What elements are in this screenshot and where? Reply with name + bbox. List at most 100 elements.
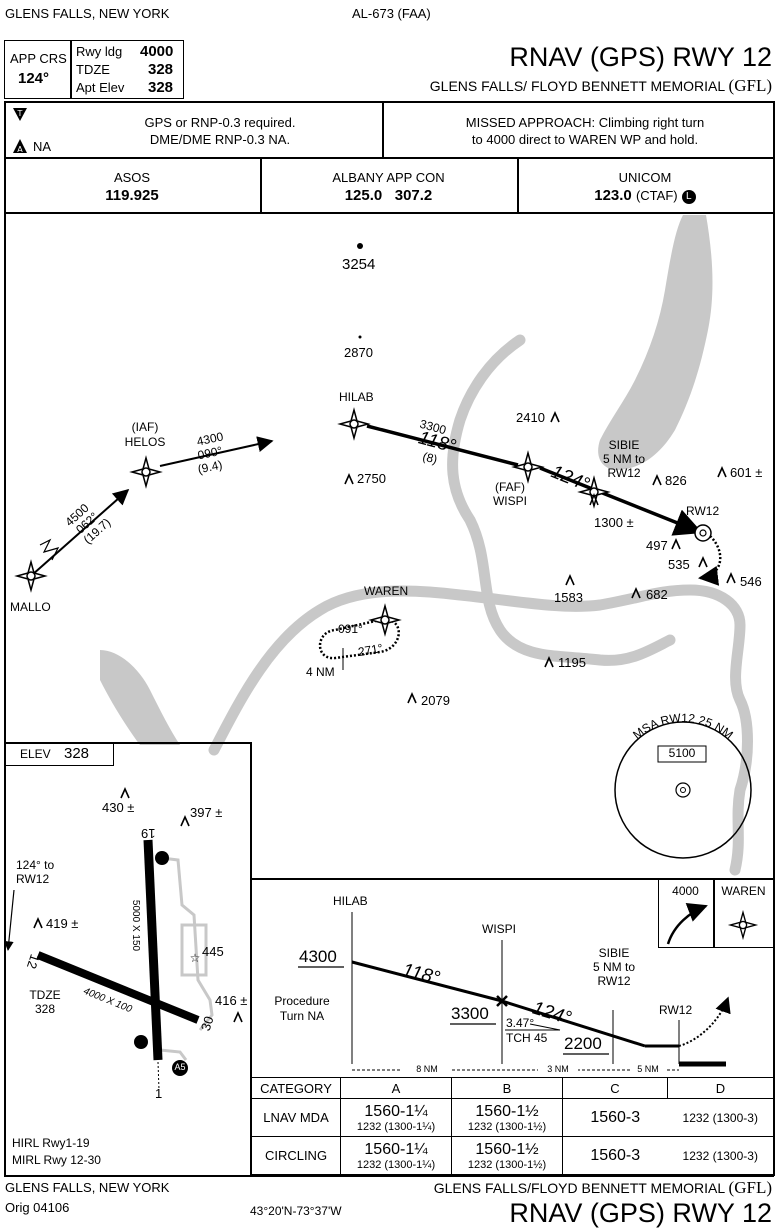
sibie-label-1: SIBIE xyxy=(608,438,640,452)
airport-name-text: GLENS FALLS/ FLOYD BENNETT MEMORIAL xyxy=(429,78,725,94)
ad-obstacle-430: 430 ± xyxy=(102,800,135,815)
rule xyxy=(4,101,774,103)
arrival-label-1: 124° to xyxy=(16,858,55,872)
wispi-cross xyxy=(496,995,508,1007)
header-category: CATEGORY xyxy=(251,1077,341,1099)
cell-d-main: 1232 (1300-3) xyxy=(682,1149,758,1163)
alternate-minimums-icon: A xyxy=(13,139,27,154)
waren-fix-icon xyxy=(727,909,759,941)
distance-5nm: 5 NM xyxy=(630,1064,666,1074)
obstacle-826: 826 xyxy=(665,473,687,488)
unicom-freq: 123.0 xyxy=(594,187,632,204)
missed-fix-icon-label: WAREN xyxy=(721,884,766,898)
distance-8nm: 8 NM xyxy=(402,1064,452,1074)
footer-airport-text: GLENS FALLS/FLOYD BENNETT MEMORIAL xyxy=(433,1180,725,1196)
obstacle-682: 682 xyxy=(646,587,668,602)
ad-tdze-value: 328 xyxy=(34,1002,56,1016)
procedure-turn-1: Procedure xyxy=(274,994,330,1008)
msa-center xyxy=(675,782,691,798)
comm-approach-freq: 125.0 307.2 xyxy=(344,187,433,204)
obstacle-2079: 2079 xyxy=(421,693,450,708)
taxiway xyxy=(161,856,214,1031)
obstacle-icons xyxy=(33,787,243,1023)
msa-alt-box xyxy=(657,745,707,763)
helos-label-2: HELOS xyxy=(124,435,166,449)
helos-label-1: (IAF) xyxy=(131,420,159,434)
airport-name: GLENS FALLS/ FLOYD BENNETT MEMORIAL (GFL… xyxy=(430,76,772,96)
comm-unicom-label: UNICOM xyxy=(618,170,672,185)
approach-lighting xyxy=(157,1061,160,1091)
comm-unicom-freq: 123.0 (CTAF) L xyxy=(517,187,773,204)
takeoff-minimums-icon: T xyxy=(13,108,27,121)
table-header-row: CATEGORY A B C D xyxy=(251,1077,774,1099)
leg-break xyxy=(39,538,60,561)
profile-segment-2 xyxy=(501,999,646,1048)
row-label: CIRCLING xyxy=(251,1136,341,1175)
ad-obstacle-416: 416 ± xyxy=(215,993,248,1008)
missed-approach-line-2: to 4000 direct to WAREN WP and hold. xyxy=(471,132,699,147)
row-label: LNAV MDA xyxy=(251,1098,341,1137)
svg-text:A: A xyxy=(17,145,23,154)
rule xyxy=(382,101,384,157)
cell-d: 1232 (1300-3) xyxy=(667,1098,774,1137)
obstacle-497: 497 xyxy=(646,538,668,553)
lighting-hirl: HIRL Rwy1-19 xyxy=(12,1136,90,1150)
profile-wispi: WISPI xyxy=(482,922,517,936)
rule xyxy=(250,742,252,1176)
elev-label: ELEV xyxy=(20,747,51,761)
arrival-label-2: RW12 xyxy=(16,872,50,886)
rule xyxy=(4,212,6,1176)
obstacle-2870: 2870 xyxy=(344,345,373,360)
notes-line-1: GPS or RNP-0.3 required. xyxy=(144,115,296,130)
tdze-value: 328 xyxy=(148,61,174,78)
elev-box xyxy=(4,742,114,766)
profile-sibie-2: 5 NM to xyxy=(592,960,635,974)
rw12-waypoint xyxy=(694,524,712,542)
obstacle-1195: 1195 xyxy=(558,655,586,670)
ad-obstacle-419: 419 ± xyxy=(46,916,79,931)
distance-3nm: 3 NM xyxy=(538,1064,578,1074)
mallo-label: MALLO xyxy=(10,600,51,614)
wispi-label-2: WISPI xyxy=(492,494,527,508)
runway-marker-v xyxy=(134,1035,148,1049)
procedure-turn-2: Turn NA xyxy=(279,1009,325,1023)
footer-airport-id: (GFL) xyxy=(728,1178,772,1197)
profile-glidepath-angle: 3.47° xyxy=(506,1016,535,1030)
procedure-title: RNAV (GPS) RWY 12 xyxy=(509,42,772,72)
chart-number: AL-673 (FAA) xyxy=(352,6,431,21)
elev-value: 328 xyxy=(64,745,90,762)
apron xyxy=(180,923,208,977)
footer-procedure-title: RNAV (GPS) RWY 12 xyxy=(509,1198,772,1228)
comm-asos-label: ASOS xyxy=(113,170,151,185)
obstacle-icons xyxy=(344,411,736,704)
divider xyxy=(70,40,72,99)
runway-marker-a xyxy=(155,851,169,865)
cell-b-sub: 1232 (1300-1½) xyxy=(467,1120,547,1133)
rule xyxy=(4,742,252,744)
footer-orig: Orig 04106 xyxy=(5,1200,70,1215)
cell-b-main: 1560-1½ xyxy=(475,1140,539,1158)
profile-hilab-alt: 4300 xyxy=(299,947,337,966)
rule xyxy=(250,878,774,880)
rule xyxy=(260,157,262,212)
runway-12-30 xyxy=(36,951,200,1024)
arrival-arrow xyxy=(4,889,15,951)
cell-d: 1232 (1300-3) xyxy=(667,1136,774,1175)
comm-asos-freq: 119.925 xyxy=(105,187,159,204)
profile-sibie-alt: 2200 xyxy=(564,1034,602,1053)
obstacle-546: 546 xyxy=(740,574,762,589)
cell-c-main: 1560-3 xyxy=(590,1146,641,1164)
rule xyxy=(4,157,774,159)
climb-arrow-icon xyxy=(666,902,708,945)
profile-hilab: HILAB xyxy=(333,894,368,908)
footer-airport: GLENS FALLS/FLOYD BENNETT MEMORIAL (GFL) xyxy=(434,1178,772,1198)
app-crs-label: APP CRS xyxy=(10,51,67,66)
rule xyxy=(713,878,715,948)
comm-approach-label: ALBANY APP CON xyxy=(332,170,445,185)
